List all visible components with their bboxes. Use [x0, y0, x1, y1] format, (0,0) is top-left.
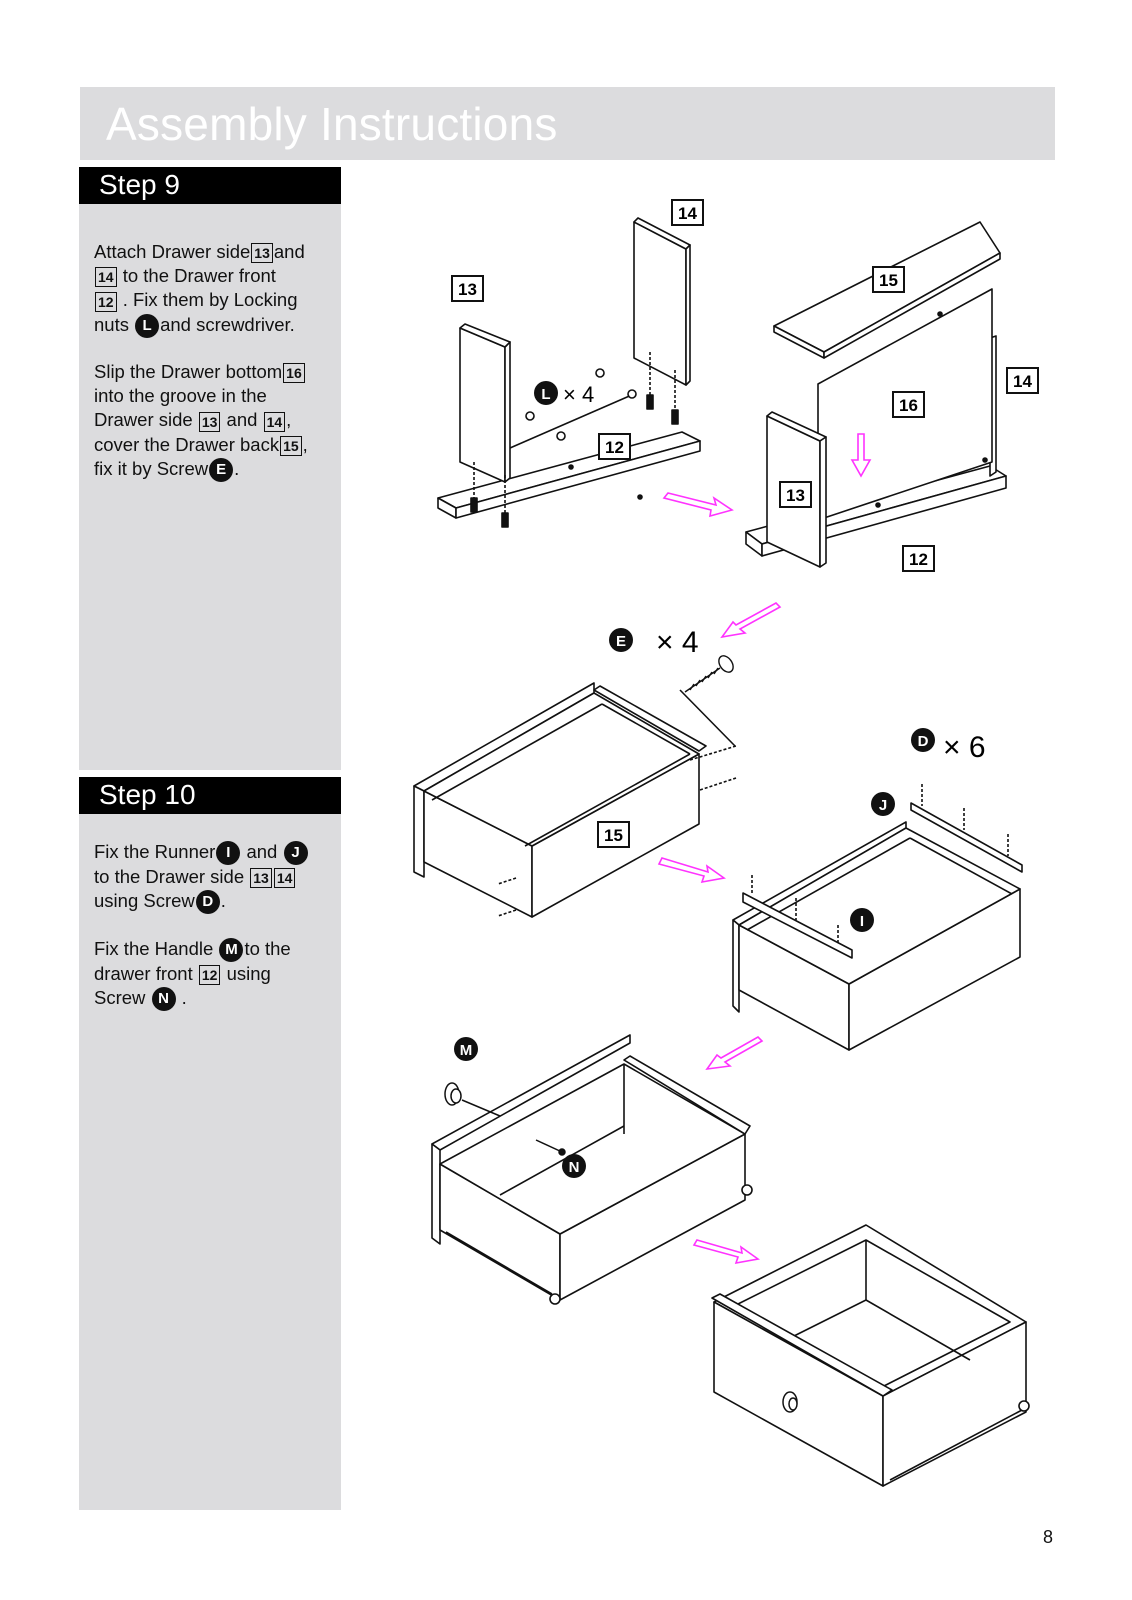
text: nuts: [94, 313, 135, 335]
figure4-labels: D × 6 J I: [850, 728, 986, 932]
figure1-labels: 13 14 12 L × 4: [451, 199, 704, 460]
step-9-bar: Step 9: [79, 167, 341, 204]
hardware-D-label: D: [195, 890, 220, 915]
text: using Screw: [94, 890, 195, 912]
hardware-J-label: J: [283, 841, 308, 866]
text: and: [241, 841, 283, 862]
text: ,: [286, 409, 292, 431]
text: ,: [302, 433, 308, 455]
part-14-label: 14: [273, 868, 296, 889]
text: to the Drawer side: [94, 866, 250, 888]
hardware-I-label: I: [860, 913, 864, 930]
figure5-labels: M N: [454, 1037, 586, 1178]
arrow-right-icon: [692, 1239, 761, 1265]
hardware-I-label: I: [216, 841, 241, 866]
text: to the Drawer front: [117, 265, 276, 287]
figure-runners: [732, 784, 1023, 1051]
part-13-label: 13: [198, 411, 221, 432]
screw-E-illustration: [684, 655, 734, 693]
hardware-E-label: E: [616, 633, 626, 650]
part-15-label: 15: [879, 271, 898, 290]
text: to the: [244, 938, 291, 959]
figure-handle: [431, 1034, 753, 1305]
text: Slip the Drawer bottom: [94, 361, 283, 382]
hardware-D-label: D: [918, 733, 929, 750]
text: and: [273, 241, 305, 262]
step-10-bar: Step 10: [79, 777, 341, 814]
arrow-right-icon: [657, 857, 727, 884]
part-12-label: 12: [95, 291, 117, 312]
part-12-label: 12: [198, 965, 221, 986]
part-14-label: 14: [95, 267, 117, 288]
part-13-label: 13: [251, 243, 273, 264]
text: Fix the Handle: [94, 938, 219, 959]
part-13-label: 13: [250, 868, 272, 889]
page-number: 8: [1043, 1527, 1054, 1547]
text: fix it by Screw: [94, 457, 209, 479]
quantity-E: × 4: [656, 626, 699, 659]
process-arrows: [657, 492, 782, 1265]
hardware-J-label: J: [879, 797, 887, 814]
text: .: [176, 987, 187, 1009]
text: Fix the Runner: [94, 841, 216, 862]
arrow-down-left-icon: [705, 1036, 764, 1071]
figure-finished-drawer: [711, 1224, 1030, 1487]
insert-arrow: [850, 433, 872, 478]
part-16-label: 16: [283, 363, 305, 384]
part-16-label: 16: [899, 396, 918, 415]
hardware-N-label: N: [151, 987, 176, 1012]
text: .: [220, 890, 226, 912]
text: Drawer side: [94, 409, 198, 431]
quantity-D: × 6: [943, 731, 986, 764]
figure-back-screwed: [413, 682, 737, 918]
hardware-L-label: L: [135, 313, 160, 338]
finished-knob-icon: [782, 1391, 798, 1413]
part-14-label: 14: [678, 204, 697, 223]
arrow-right-icon: [662, 492, 734, 518]
part-15-label: 15: [604, 826, 623, 845]
part-13-label: 13: [458, 280, 477, 299]
figure2-labels: 15 16 14 13 12: [779, 266, 1039, 572]
step-10-label: Step 10: [99, 779, 196, 810]
text: cover the Drawer back: [94, 433, 280, 455]
part-15-label: 15: [280, 435, 302, 456]
part-14-label: 14: [1013, 372, 1032, 391]
text: Attach Drawer side: [94, 241, 251, 262]
text: and: [221, 409, 263, 431]
part-12-label: 12: [605, 438, 624, 457]
hardware-M-label: M: [219, 938, 244, 963]
text: into the groove in the: [94, 385, 267, 407]
part-13-label: 13: [786, 486, 805, 505]
arrow-down-left-icon: [720, 602, 782, 639]
part-12-label: 12: [909, 550, 928, 569]
text: .: [234, 457, 240, 479]
hardware-N-label: N: [569, 1159, 580, 1176]
page-title: Assembly Instructions: [106, 98, 558, 150]
figure-sides-to-front: [437, 217, 701, 528]
text: using: [221, 963, 271, 985]
step-9-label: Step 9: [99, 169, 180, 200]
quantity-L: × 4: [563, 382, 594, 407]
figure3-labels: E × 4 15: [597, 626, 699, 848]
hardware-E-label: E: [209, 457, 234, 482]
hardware-M-label: M: [460, 1042, 473, 1059]
text: Screw: [94, 987, 151, 1009]
text: and screwdriver.: [160, 313, 295, 335]
hardware-L-label: L: [541, 386, 550, 403]
part-14-label: 14: [263, 411, 286, 432]
text: . Fix them by Locking: [117, 289, 298, 311]
handle-knob-icon: [444, 1082, 566, 1156]
page-header: Assembly Instructions: [80, 87, 1055, 160]
text: drawer front: [94, 963, 198, 985]
